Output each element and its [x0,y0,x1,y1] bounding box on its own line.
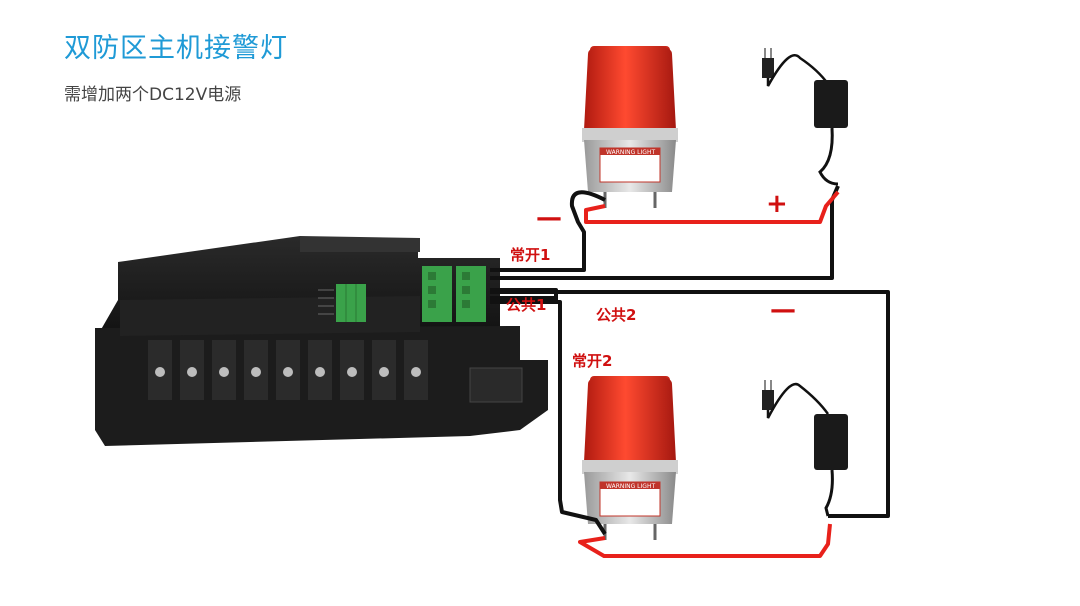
alarm-host-device-icon [95,236,548,446]
power-adapter-icon [762,48,848,186]
minus-top-label: — [536,203,562,233]
screw-terminal-row [148,340,428,400]
lamp-label-text: WARNING LIGHT [606,483,655,490]
small-green-connector [318,284,366,322]
com2-label: 公共2 [596,306,636,324]
plus-top-label: + [766,189,788,219]
warning-light-icon: WARNING LIGHT [582,46,678,208]
page-title: 双防区主机接警灯 [64,33,288,64]
red-wires [578,190,840,558]
no2-label: 常开2 [572,352,612,370]
page-subtitle: 需增加两个DC12V电源 [64,85,242,105]
warning-light-icon: WARNING LIGHT [582,376,678,540]
minus-mid-label: — [770,295,796,325]
power-adapter-icon [762,380,848,517]
com1-label: 公共1 [506,296,546,314]
lamp-label-text: WARNING LIGHT [606,149,655,156]
relay-output-connector [422,266,486,322]
no1-label: 常开1 [510,246,550,264]
black-wires [490,185,890,536]
